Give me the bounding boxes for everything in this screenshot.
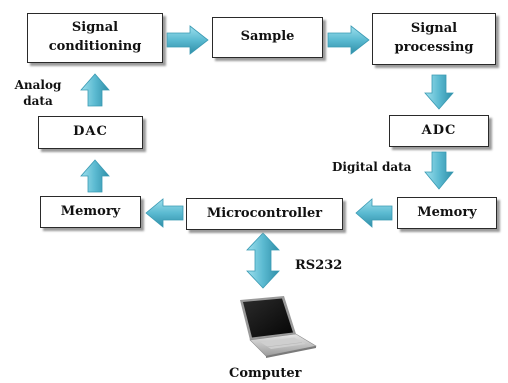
adc-block: ADC: [389, 115, 489, 147]
analog-data-label: Analog data: [9, 77, 67, 109]
sample-block: Sample: [212, 17, 323, 58]
signal-conditioning-block: Signal conditioning: [27, 13, 163, 63]
dac-block: DAC: [38, 116, 143, 149]
dac-label: DAC: [73, 124, 108, 140]
arrow-dac-to-conditioning: [80, 73, 110, 107]
memory-left-label: Memory: [60, 203, 121, 219]
arrow-memory-to-microcontroller: [355, 198, 393, 228]
signal-processing-line2: processing: [394, 40, 474, 55]
arrow-conditioning-to-sample: [166, 25, 209, 55]
memory-left-block: Memory: [40, 196, 141, 228]
rs232-label: RS232: [295, 258, 343, 273]
arrow-memory-to-dac: [80, 159, 110, 193]
arrow-sample-to-processing: [327, 25, 370, 55]
digital-data-label: Digital data: [332, 160, 412, 174]
laptop-icon: [240, 296, 317, 358]
arrow-microcontroller-computer: [246, 232, 280, 289]
signal-processing-block: Signal processing: [372, 13, 496, 65]
arrow-adc-to-memory: [424, 151, 454, 190]
adc-label: ADC: [421, 122, 457, 138]
arrow-microcontroller-to-memory: [145, 198, 184, 228]
analog-data-line2: data: [23, 94, 53, 109]
signal-conditioning-line1: Signal: [71, 20, 119, 36]
signal-processing-line1: Signal: [410, 21, 458, 37]
memory-right-block: Memory: [397, 197, 497, 229]
microcontroller-block: Microcontroller: [186, 198, 343, 230]
memory-right-label: Memory: [417, 204, 477, 220]
computer-label: Computer: [229, 366, 302, 381]
analog-data-line1: Analog: [14, 78, 62, 92]
microcontroller-label: Microcontroller: [206, 205, 323, 221]
arrow-processing-to-adc: [424, 74, 454, 110]
sample-label: Sample: [240, 29, 295, 45]
signal-conditioning-line2: conditioning: [48, 39, 142, 54]
